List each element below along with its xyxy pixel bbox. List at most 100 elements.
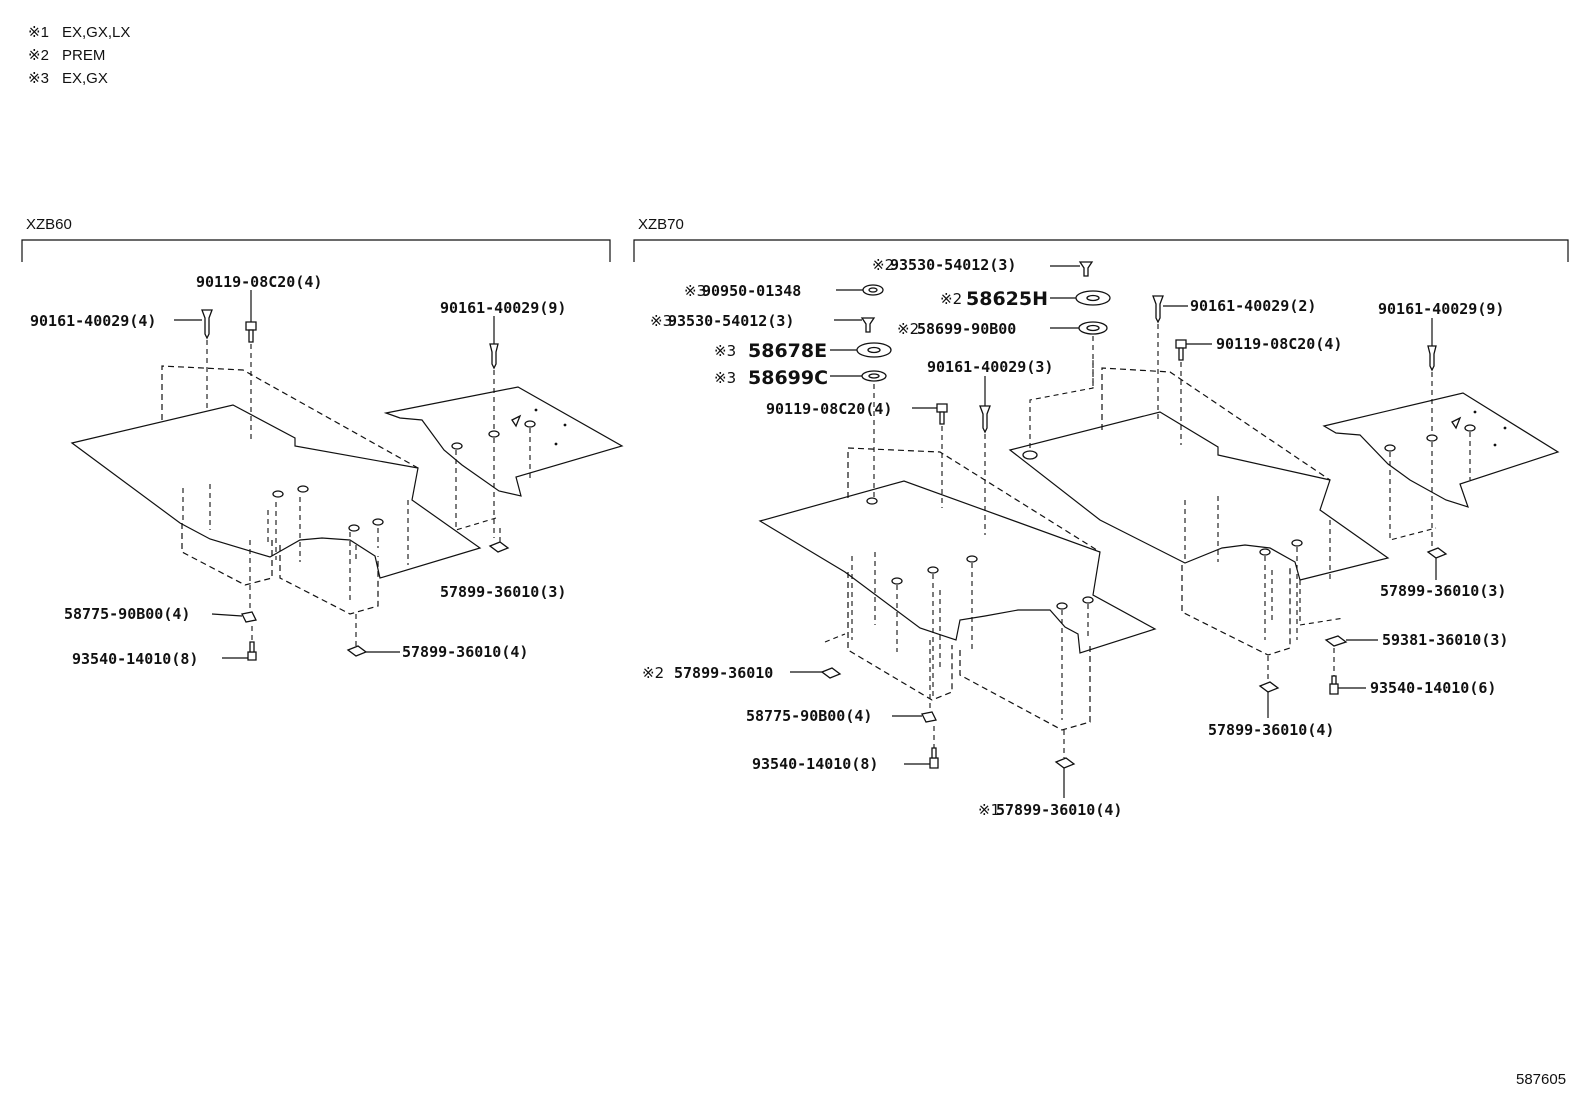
screw-90161-40029-3 [979,376,991,535]
label-58699C: 58699C [748,367,828,389]
xzb60-rear-hole [524,420,536,428]
label-57899-36010-bottom: 57899-36010(4) [996,801,1122,819]
label-93530-54012-top: 93530-54012(3) [890,256,1016,274]
clip-57899-36010-3 [488,528,510,553]
label-58678E: 58678E [748,340,827,362]
label-58625H: 58625H [966,288,1048,310]
xzb60-rear-sheet [383,386,624,497]
washer-58625H [1050,290,1111,306]
bolt-93540-14010-8 [222,626,257,661]
screw-90161-40029-2 [1152,295,1188,420]
mark-57899-single: ※2 [642,664,664,682]
label-90161-40029-2: 90161-40029(2) [1190,297,1316,315]
label-93540-14010-8: 93540-14010(8) [72,650,198,668]
label-58699-90B00: 58699-90B00 [917,320,1016,338]
section-title-xzb60: XZB60 [26,216,72,233]
label-57899-36010-4-right: 57899-36010(4) [1208,721,1334,739]
screw-93530-54012-mid [834,317,876,333]
label-90161-40029-4: 90161-40029(4) [30,312,156,330]
bracket-xzb60 [21,239,611,262]
label-57899-36010-3-right: 57899-36010(3) [1380,582,1506,600]
clip-59381-36010-3 [1324,635,1378,647]
grommet-90950-01348 [836,284,884,296]
note-3-text: EX,GX [62,70,108,87]
label-90950-01348: 90950-01348 [702,282,801,300]
washer-58699-90B00 [1050,321,1108,386]
screw-90161-40029-9 [489,316,499,430]
label-90161-40029-9: 90161-40029(9) [440,299,566,317]
screw-90161-40029-4 [174,309,213,412]
xzb70-middle-outline [1101,367,1331,481]
washer-58699C [830,370,887,382]
xzb70-drawing: ※2 93530-54012(3) ※3 90950-01348 ※2 5862… [642,256,1560,819]
screw-90161-40029-9-right [1427,318,1437,432]
xzb60-floor-sheet [70,404,482,579]
note-2-text: PREM [62,47,105,64]
bolt-93540-14010-6 [1329,648,1366,695]
mark-58699C: ※3 [714,369,736,387]
label-90161-40029-9-right: 90161-40029(9) [1378,300,1504,318]
xzb60-lower-box [181,523,273,586]
mark-58625H: ※2 [940,290,962,308]
xzb60-upper-outline [161,365,419,469]
label-57899-36010-3: 57899-36010(3) [440,583,566,601]
clip-57899-36010-4 [346,614,400,657]
bolt-90119-08C20-front [873,384,948,508]
bolt-93540-14010-8-right [904,726,939,769]
label-57899-36010-4: 57899-36010(4) [402,643,528,661]
clip-57899-36010-single [790,667,842,679]
mark-93530-top: ※2 [872,256,894,274]
nut-58775-90B00-right [892,640,937,723]
xzb60-hole [348,524,360,532]
bolt-90119-08C20-4 [245,290,257,440]
bracket-xzb70 [633,239,1569,262]
variant-notes: ※1 EX,GX,LX ※2 PREM ※3 EX,GX [28,24,130,87]
label-93540-14010-6: 93540-14010(6) [1370,679,1496,697]
label-58775-90B00-4: 58775-90B00(4) [64,605,190,623]
xzb70-front-sheet [758,480,1157,654]
section-xzb60: XZB60 [21,216,611,262]
xzb60-hole [372,518,384,526]
clip-57899-36010-4-right [1258,656,1280,718]
label-90119-08C20-4: 90119-08C20(4) [196,273,322,291]
note-1-text: EX,GX,LX [62,24,130,41]
label-57899-36010-single: 57899-36010 [674,664,773,682]
section-xzb70: XZB70 [633,216,1569,262]
mark-58699-90B00: ※2 [897,320,919,338]
xzb70-middle-box [1181,565,1291,656]
label-93540-14010-8-right: 93540-14010(8) [752,755,878,773]
xzb60-hole [272,490,284,498]
xzb60-drawing: 90119-08C20(4) 90161-40029(4) 90161-4002… [30,273,624,668]
washer-58678E [830,342,892,358]
note-2-mark: ※2 [28,47,49,64]
mark-58678E: ※3 [714,342,736,360]
mark-90950: ※3 [684,282,706,300]
label-90119-08C20-mid: 90119-08C20(4) [1216,335,1342,353]
mark-93530-mid: ※3 [650,312,672,330]
xzb70-middle-sheet [1008,411,1390,581]
label-58775-90B00-right: 58775-90B00(4) [746,707,872,725]
xzb70-front-outline [847,447,1101,553]
xzb70-rear-sheet [1322,392,1560,508]
label-59381-36010-3: 59381-36010(3) [1382,631,1508,649]
xzb60-lower-box-2 [279,545,379,615]
nut-58775-90B00-4 [211,540,257,623]
section-title-xzb70: XZB70 [638,216,684,233]
label-93530-54012-mid: 93530-54012(3) [668,312,794,330]
note-3-mark: ※3 [28,70,49,87]
xzb70-front-box-2 [959,645,1091,731]
clip-57899-36010-3-right [1426,547,1448,580]
xzb60-rear-hole [451,442,463,450]
xzb60-hole [297,485,309,493]
label-90161-40029-3: 90161-40029(3) [927,358,1053,376]
bolt-90119-08C20-mid [1175,339,1212,445]
clip-57899-36010-bottom [1054,730,1076,798]
xzb70-front-box [847,572,953,701]
screw-93530-54012-top [1050,261,1094,277]
xzb60-rear-hole [488,430,500,438]
diagram-id: 587605 [1516,1071,1566,1088]
mark-57899-bottom: ※1 [978,801,1000,819]
label-90119-08C20-front: 90119-08C20(4) [766,400,892,418]
